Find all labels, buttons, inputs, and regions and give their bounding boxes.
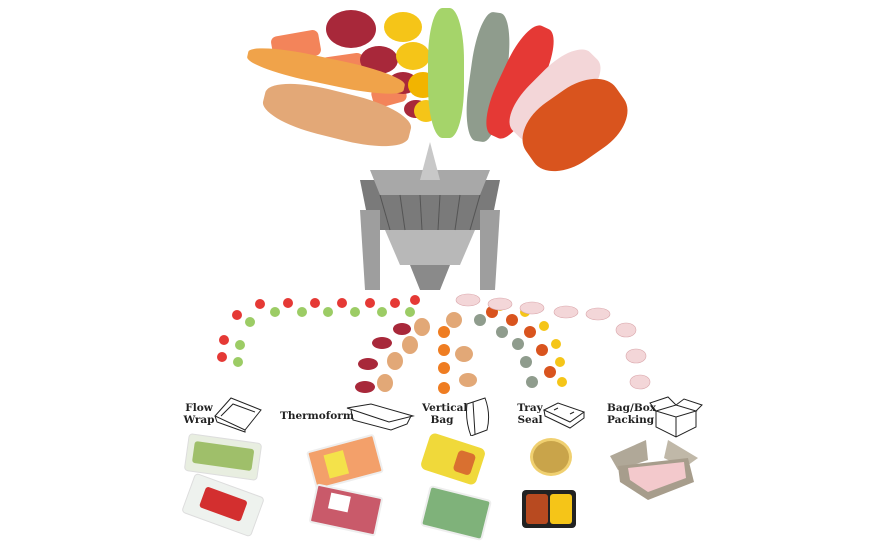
- label-thermoform: Thermoform: [280, 410, 354, 422]
- sealed-tray-icon: [542, 402, 586, 429]
- frozen-veg-vertical-bag: [419, 484, 493, 542]
- strawberry-flow-pack: [181, 472, 265, 538]
- chicken-box: [610, 440, 698, 500]
- label-flow-wrap: Flow Wrap: [183, 402, 215, 426]
- open-box-icon: [649, 396, 703, 438]
- lettuce-column: [428, 8, 464, 138]
- two-compartment-meal-tray: [522, 490, 576, 528]
- ground-beef: [326, 10, 376, 48]
- salad-cup-tray: [530, 438, 572, 476]
- label-tray-seal: Tray Seal: [517, 402, 543, 426]
- farfalle-pasta: [384, 12, 422, 42]
- label-bag-box-packing: Bag/Box Packing: [607, 402, 656, 426]
- ground-meat-thermoform-pack: [308, 483, 384, 537]
- pillow-bag-icon: [466, 397, 490, 436]
- label-vertical-bag: Vertical Bag: [422, 402, 468, 426]
- thermoform-tray-icon: [346, 403, 415, 431]
- farfalle-pasta: [396, 42, 430, 70]
- salmon-thermoform-pack: [306, 433, 384, 491]
- flow-wrap-tray-icon: [214, 397, 262, 433]
- pasta-vertical-bag: [419, 431, 487, 487]
